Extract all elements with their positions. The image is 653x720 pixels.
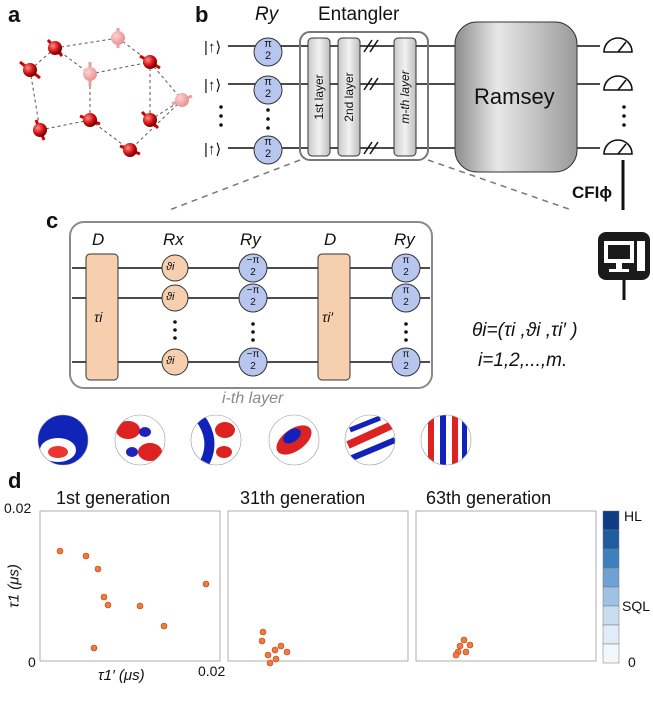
y-axis-label: τ1 (μs) [5, 564, 23, 608]
theta-label-3: ϑi [166, 355, 175, 367]
y-axis-top-tick: 0.02 [4, 500, 32, 516]
ry-column-label: Ry [255, 4, 279, 25]
ramsey-label: Ramsey [474, 84, 555, 109]
panel-label-d: d [8, 468, 22, 493]
layer-2-box [337, 37, 361, 157]
panel-label-a: a [8, 2, 21, 27]
cfi-label: CFIϕ [572, 183, 613, 202]
entangler-label: Entangler [318, 4, 400, 25]
layer-m-box [393, 37, 417, 157]
tau-prime-label: τi′ [322, 309, 333, 325]
colorbar-mid-label: SQL [622, 598, 651, 614]
x-axis-right-tick: 0.02 [198, 663, 226, 679]
generation-title-3: 63th generation [426, 488, 552, 508]
ry-label-c2: Ry [394, 230, 415, 249]
detectors [603, 37, 633, 155]
spin-network-illustration [19, 28, 193, 157]
panel-label-b: b [195, 2, 209, 27]
d-block-1 [85, 253, 119, 381]
generation-title-1: 1st generation [56, 488, 171, 508]
entangler-frame [299, 31, 429, 161]
entangler-circuit [167, 21, 633, 210]
input-state-3: |↑⟩ [204, 141, 222, 158]
params-line-1: θi=(τi ,ϑi ,τi′ ) [472, 320, 578, 341]
colorbar-top-label: HL [624, 508, 642, 524]
ry-label-c1: Ry [240, 230, 261, 249]
colorbar-bottom-label: 0 [628, 654, 636, 670]
params-line-2: i=1,2,...,m. [478, 350, 568, 371]
rx-label: Rx [163, 230, 184, 249]
layer-detail-circuit [69, 221, 433, 389]
dots-gen1 [56, 547, 210, 652]
generation-title-2: 31th generation [240, 488, 366, 508]
dots-gen31 [258, 628, 291, 667]
ramsey-box [454, 21, 578, 173]
input-state-2: |↑⟩ [204, 77, 222, 94]
theta-label-1: ϑi [166, 261, 175, 273]
x-axis-label: τ1′ (μs) [98, 667, 145, 684]
colorbar [602, 510, 620, 664]
sphere-visualizations [37, 414, 472, 466]
tau-label: τi [94, 309, 103, 325]
d-label-2: D [324, 230, 337, 249]
dots-gen63 [452, 636, 474, 659]
layer-caption: i-th layer [222, 390, 284, 407]
input-state-1: |↑⟩ [204, 39, 222, 56]
computer-icon [598, 232, 650, 300]
y-axis-bottom-tick: 0 [28, 654, 36, 670]
spins [19, 28, 193, 157]
d-block-2 [317, 253, 351, 381]
d-label-1: D [92, 230, 105, 249]
layer-1-box [307, 37, 331, 157]
panel-label-c: c [46, 208, 59, 233]
theta-label-2: ϑi [166, 291, 175, 303]
